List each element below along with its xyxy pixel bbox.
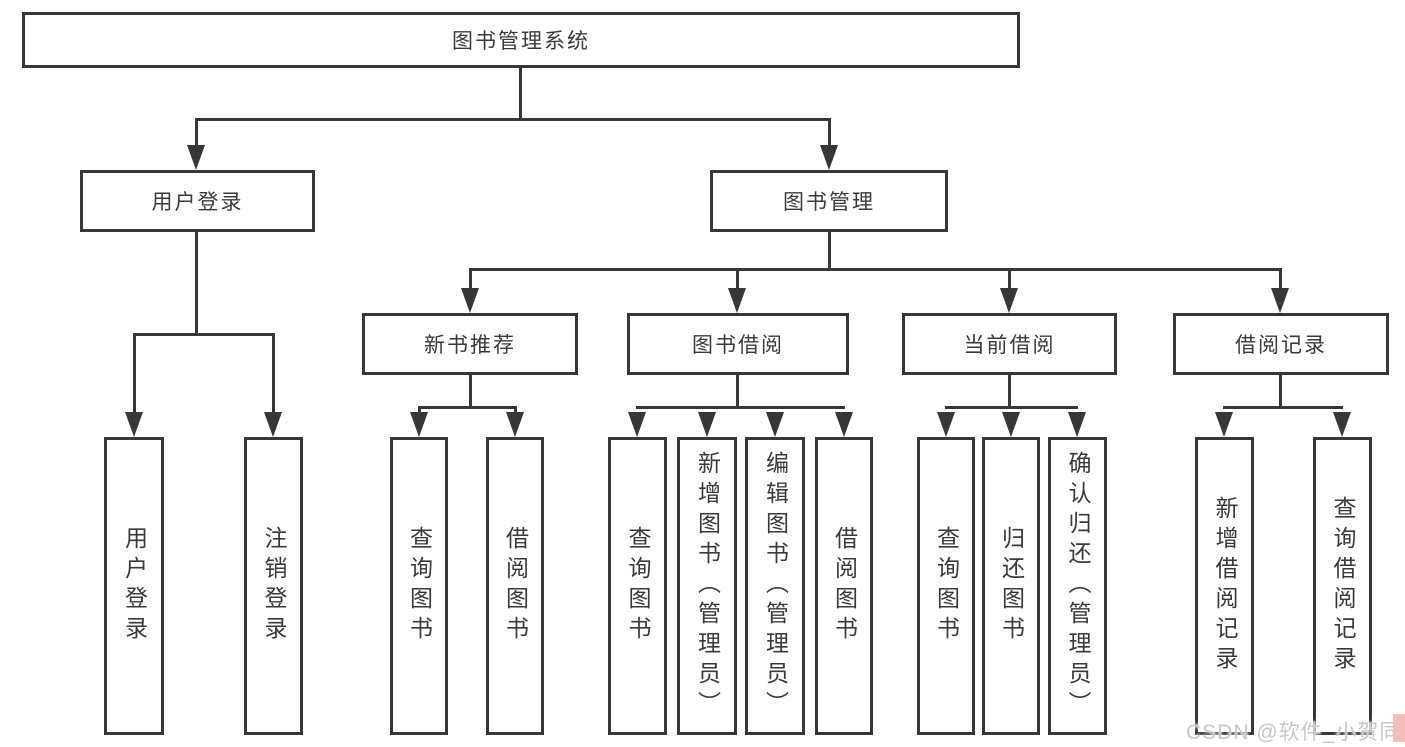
arrow-down-icon <box>264 412 282 437</box>
leaf-label: 查询图书 <box>406 526 433 646</box>
leaf-label: 归还图书 <box>998 526 1025 646</box>
connector-line <box>1008 375 1011 409</box>
arrow-down-icon <box>125 412 143 437</box>
leaf-label: 用户登录 <box>121 526 148 646</box>
leaf-logout: 注销登录 <box>244 437 303 735</box>
leaf-borrow-books-1: 借阅图书 <box>486 437 544 735</box>
connector-line <box>418 406 421 416</box>
arrow-down-icon <box>698 412 716 437</box>
connector-line <box>1223 406 1343 409</box>
arrow-down-icon <box>410 412 428 437</box>
arrow-down-icon <box>766 412 784 437</box>
connector-line <box>1008 268 1011 291</box>
arrow-down-icon <box>628 412 646 437</box>
arrow-down-icon <box>1333 412 1351 437</box>
connector-line <box>133 333 275 336</box>
node-borrow-records: 借阅记录 <box>1173 313 1389 375</box>
connector-line <box>418 406 517 409</box>
leaf-user-login: 用户登录 <box>104 437 164 735</box>
connector-line <box>636 406 845 409</box>
arrow-down-icon <box>506 412 524 437</box>
leaf-label: 新增图书（管理员） <box>694 451 721 721</box>
node-book-borrow: 图书借阅 <box>627 313 849 375</box>
leaf-label: 新增借阅记录 <box>1212 496 1238 676</box>
arrow-down-icon <box>728 288 746 313</box>
leaf-label: 确认归还（管理员） <box>1065 451 1091 721</box>
arrow-down-icon <box>1002 412 1020 437</box>
arrow-down-icon <box>835 412 853 437</box>
leaf-label: 查询图书 <box>933 526 960 646</box>
connector-line <box>195 118 831 121</box>
leaf-edit-books-admin: 编辑图书（管理员） <box>745 437 805 735</box>
connector-line <box>272 333 275 415</box>
leaf-return-books: 归还图书 <box>982 437 1040 735</box>
arrow-down-icon <box>1068 412 1086 437</box>
arrow-down-icon <box>1000 288 1018 313</box>
arrow-down-icon <box>187 145 205 170</box>
leaf-confirm-return-admin: 确认归还（管理员） <box>1048 437 1107 735</box>
connector-line <box>828 232 831 270</box>
node-root: 图书管理系统 <box>22 12 1020 68</box>
watermark-accent-strip <box>1393 714 1405 742</box>
connector-line <box>945 406 1078 409</box>
arrow-down-icon <box>1215 412 1233 437</box>
connector-line <box>469 268 1282 271</box>
node-current-borrow: 当前借阅 <box>902 313 1117 375</box>
leaf-query-books-2: 查询图书 <box>608 437 667 735</box>
leaf-query-books-3: 查询图书 <box>917 437 975 735</box>
connector-line <box>469 268 472 291</box>
connector-line <box>195 232 198 336</box>
leaf-add-books-admin: 新增图书（管理员） <box>677 437 737 735</box>
leaf-query-borrow-record: 查询借阅记录 <box>1313 437 1372 735</box>
connector-line <box>133 333 136 415</box>
node-new-book-recommend: 新书推荐 <box>362 313 578 375</box>
connector-line <box>469 375 472 409</box>
node-user-login: 用户登录 <box>80 170 315 232</box>
connector-line <box>736 268 739 291</box>
leaf-label: 查询图书 <box>625 526 651 646</box>
leaf-label: 编辑图书（管理员） <box>762 451 789 721</box>
arrow-down-icon <box>820 145 838 170</box>
connector-line <box>1279 268 1282 291</box>
connector-line <box>514 406 517 416</box>
arrow-down-icon <box>1271 288 1289 313</box>
connector-line <box>736 375 739 409</box>
leaf-label: 查询借阅记录 <box>1330 496 1356 676</box>
leaf-borrow-books-2: 借阅图书 <box>815 437 873 735</box>
arrow-down-icon <box>937 412 955 437</box>
connector-line <box>828 118 831 148</box>
leaf-add-borrow-record: 新增借阅记录 <box>1195 437 1254 735</box>
csdn-watermark: CSDN @软件_小贺同学 <box>1186 721 1405 744</box>
connector-line <box>1279 375 1282 409</box>
arrow-down-icon <box>461 288 479 313</box>
leaf-label: 借阅图书 <box>831 526 858 646</box>
leaf-label: 注销登录 <box>261 526 287 646</box>
connector-line <box>519 68 522 120</box>
leaf-query-books-1: 查询图书 <box>390 437 448 735</box>
node-book-management: 图书管理 <box>710 170 948 232</box>
connector-line <box>195 118 198 148</box>
leaf-label: 借阅图书 <box>502 526 529 646</box>
